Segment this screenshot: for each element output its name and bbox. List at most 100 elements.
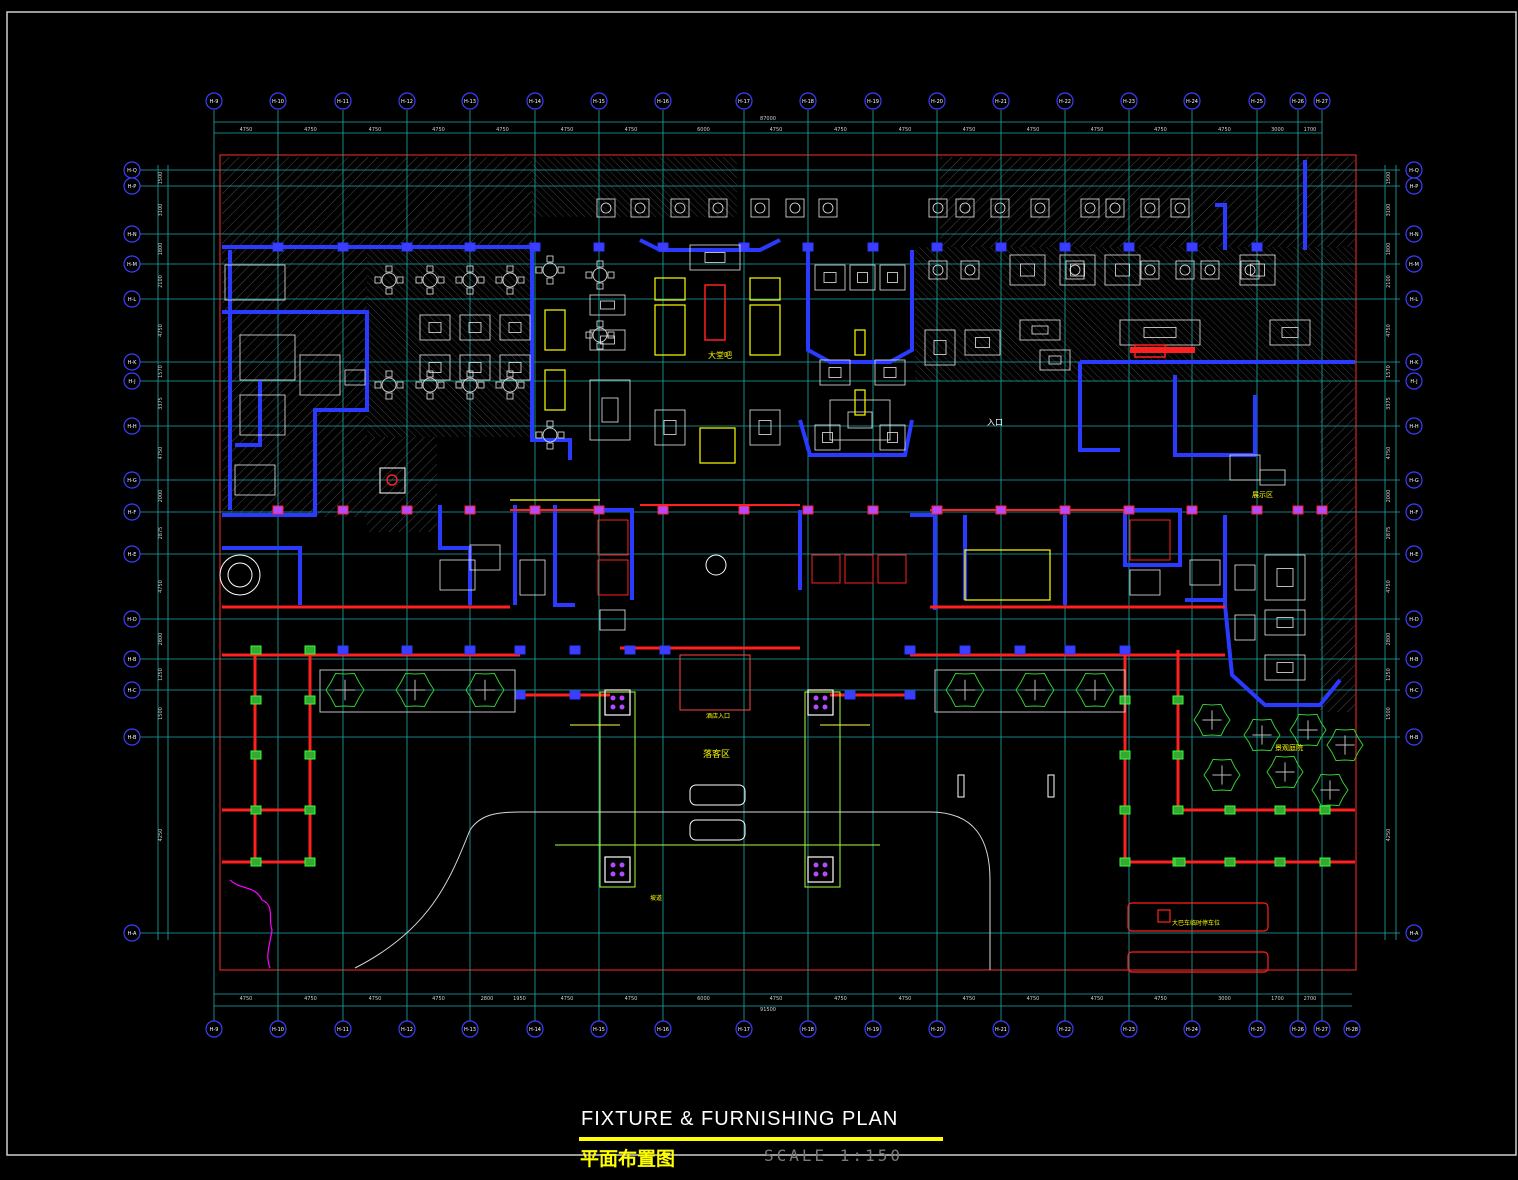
grid-bubble: H-N [1405, 225, 1423, 243]
title-english: FIXTURE & FURNISHING PLAN [581, 1108, 899, 1130]
dimension-text: 4750 [1091, 127, 1104, 133]
grid-bubble: H-L [123, 290, 141, 308]
dimension-text: 4750 [1386, 580, 1392, 593]
sofa-set [1104, 254, 1141, 286]
grid-bubble-label: H-H [1409, 424, 1419, 430]
sofa-set [459, 354, 491, 381]
grid-bubble-label: H-17 [738, 1027, 750, 1033]
label-ramp: 坡道 [650, 894, 662, 902]
grid-bubble: H-G [123, 471, 141, 489]
sofa-set [849, 264, 876, 291]
grid-bubble-label: H-B [1410, 657, 1419, 663]
fixture [299, 354, 341, 396]
dimension-text: 4750 [158, 580, 164, 593]
grid-bubble: H-K [123, 353, 141, 371]
grid-bubble: H-C [1405, 681, 1423, 699]
grid-bubble: H-G [1405, 471, 1423, 489]
grid-bubble-label: H-12 [401, 99, 413, 105]
dimension-text: 4750 [1091, 996, 1104, 1002]
sofa-set [1019, 319, 1061, 341]
dimension-text: 3100 [1386, 204, 1392, 217]
round-table [585, 320, 615, 350]
grid-bubble: H-25 [1248, 1020, 1266, 1038]
grid-bubble: H-22 [1056, 92, 1074, 110]
grid-bubble: H-B [1405, 650, 1423, 668]
chair-cluster [1175, 260, 1195, 280]
grid-bubble: H-L [1405, 290, 1423, 308]
dimension-text: 4750 [963, 996, 976, 1002]
driveway [354, 654, 1055, 970]
sofa-set [499, 354, 531, 381]
grid-bubble: H-20 [928, 1020, 946, 1038]
grid-bubble-label: H-9 [210, 1027, 219, 1033]
magenta-shrub [229, 879, 273, 969]
column [304, 695, 316, 705]
dimension-text: 4750 [770, 996, 783, 1002]
grid-bubble: H-14 [526, 1020, 544, 1038]
column [514, 645, 526, 655]
column [250, 645, 262, 655]
column [1186, 505, 1198, 515]
grid-bubble-label: H-10 [272, 1027, 284, 1033]
dimension-text: 4750 [496, 127, 509, 133]
grid-bubble-label: H-Q [127, 168, 137, 174]
column [272, 505, 284, 515]
chair-cluster [1170, 198, 1190, 218]
column [802, 242, 814, 252]
room-labels: 大堂吧 入口 落客区 酒店入口 坡道 大巴车临时停车位 景观庭院 展示区 [650, 350, 1303, 927]
grid-bubble-label: H-G [1409, 478, 1419, 484]
grid-bubble-label: H-F [1410, 510, 1419, 516]
dimension-text: 1500 [1386, 172, 1392, 185]
grid-bubble: H-10 [269, 1020, 287, 1038]
column [337, 505, 349, 515]
grid-bubble-label: H-14 [529, 99, 541, 105]
column [250, 750, 262, 760]
grid-bubble: H-13 [461, 1020, 479, 1038]
fixture [599, 609, 626, 631]
sofa-set [1059, 254, 1096, 286]
dimension-text: 4750 [625, 127, 638, 133]
column [802, 505, 814, 515]
chair-cluster [928, 198, 948, 218]
grid-bubble: H-27 [1313, 92, 1331, 110]
fixture [439, 559, 476, 591]
grid-bubble-label: H-23 [1123, 99, 1135, 105]
column [1064, 645, 1076, 655]
grid-bubble-label: H-11 [337, 1027, 349, 1033]
grid-bubble-label: H-N [127, 232, 137, 238]
dimension-text: 4750 [158, 324, 164, 337]
grid-bubble: H-19 [864, 1020, 882, 1038]
grid-bubble-label: H-23 [1123, 1027, 1135, 1033]
column [904, 690, 916, 700]
fixture [1234, 614, 1256, 641]
sofa-set [589, 294, 626, 316]
sofa-set [814, 264, 846, 291]
grid-bubble-label: H-15 [593, 99, 605, 105]
chair-cluster [990, 198, 1010, 218]
grid-bubble: H-K [1405, 353, 1423, 371]
grid-bubble: H-21 [992, 1020, 1010, 1038]
column [529, 505, 541, 515]
column [464, 242, 476, 252]
column [738, 505, 750, 515]
grid-bubble: H-J [1405, 372, 1423, 390]
sofa-set [814, 424, 841, 451]
fixture [1234, 564, 1256, 591]
chair-cluster [818, 198, 838, 218]
dimension-text: 4750 [304, 996, 317, 1002]
grid-bubble-label: H-28 [1346, 1027, 1358, 1033]
column [514, 690, 526, 700]
grid-bubble-label: H-E [1410, 552, 1419, 558]
column [401, 505, 413, 515]
grid-bubble: H-20 [928, 92, 946, 110]
dimension-text: 2800 [158, 633, 164, 646]
dimension-text: 4750 [770, 127, 783, 133]
grid-bubble: H-12 [398, 1020, 416, 1038]
column [593, 242, 605, 252]
grid-bubble: H-11 [334, 92, 352, 110]
chair-cluster [596, 198, 616, 218]
trees [325, 672, 1364, 807]
sheet-frame [6, 11, 1517, 1156]
tree [325, 672, 365, 708]
label-drop-off: 落客区 [703, 748, 730, 760]
